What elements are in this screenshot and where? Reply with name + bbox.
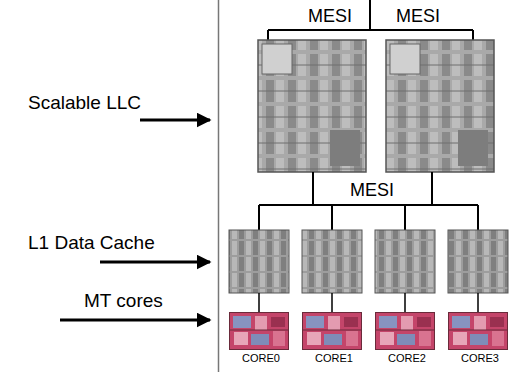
panel-border — [218, 0, 220, 372]
bus-line — [268, 0, 473, 40]
core-node: CORE1 — [302, 312, 366, 365]
core-label: CORE2 — [375, 352, 439, 365]
core-node: CORE3 — [448, 312, 512, 365]
bus-line — [259, 172, 478, 230]
pointer-arrow — [140, 119, 210, 122]
core-die — [375, 312, 435, 350]
wire — [259, 293, 478, 312]
core-node: CORE0 — [229, 312, 293, 365]
pointer-arrow — [100, 261, 210, 264]
protocol-label: MESI — [298, 6, 362, 27]
core-die — [302, 312, 362, 350]
core-label: CORE1 — [302, 352, 366, 365]
core-die — [229, 312, 289, 350]
protocol-label: MESI — [340, 180, 404, 201]
core-die — [448, 312, 508, 350]
l1-cache-chip — [302, 230, 362, 293]
core-node: CORE2 — [375, 312, 439, 365]
l1-cache-chip — [448, 230, 508, 293]
level-label: Scalable LLC — [28, 92, 141, 114]
pointer-arrow — [60, 319, 210, 322]
level-label: MT cores — [84, 290, 163, 312]
core-label: CORE0 — [229, 352, 293, 365]
protocol-label: MESI — [386, 6, 450, 27]
l1-cache-chip — [229, 230, 289, 293]
llc-chip — [386, 40, 494, 172]
llc-chip — [258, 40, 366, 172]
level-label: L1 Data Cache — [28, 232, 155, 254]
l1-cache-chip — [375, 230, 435, 293]
core-label: CORE3 — [448, 352, 512, 365]
